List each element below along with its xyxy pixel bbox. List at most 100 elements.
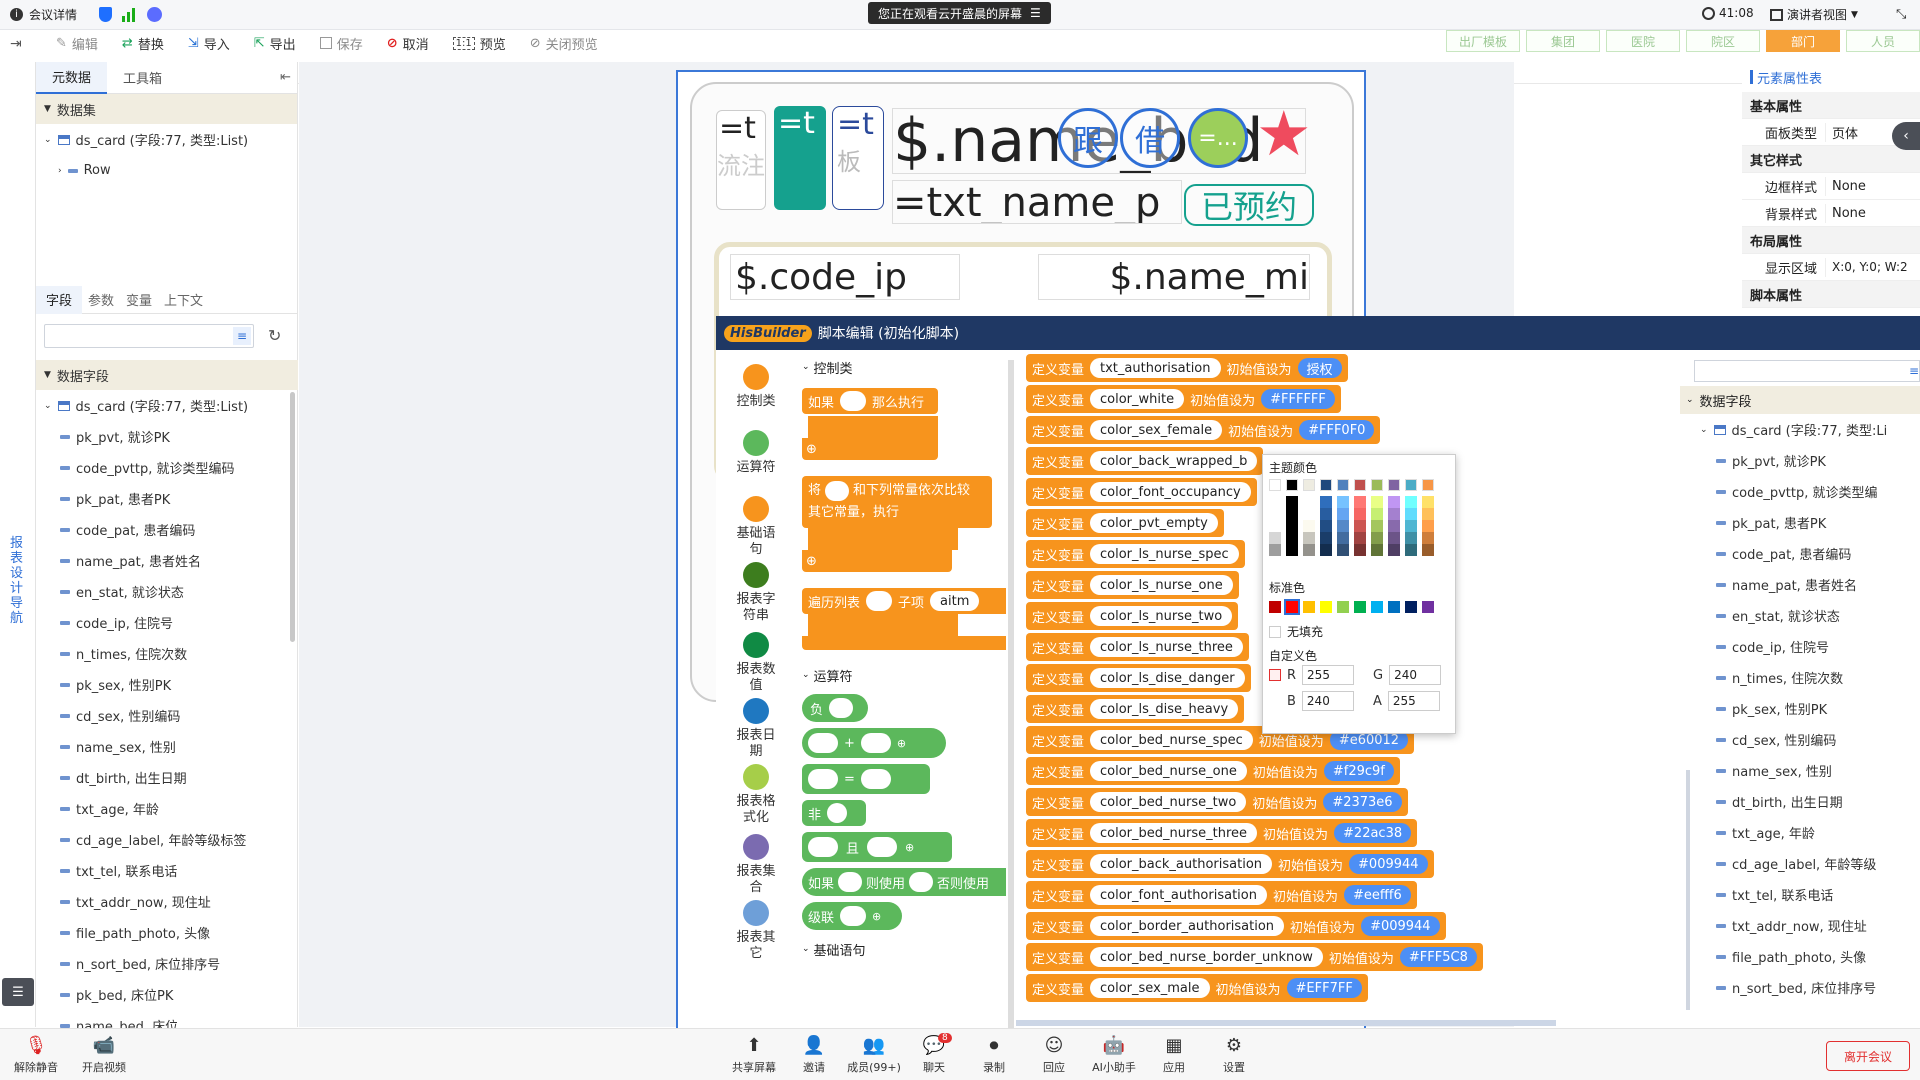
field-item[interactable]: dt_birth, 出生日期 (36, 762, 298, 793)
color-swatch[interactable] (1388, 544, 1400, 556)
ai-icon[interactable] (147, 7, 163, 22)
tab-factory[interactable]: 出厂模板 (1446, 30, 1520, 52)
category-item[interactable]: 报表字符串 (716, 556, 796, 626)
variable-name[interactable]: color_ls_nurse_spec (1090, 544, 1239, 564)
color-swatch[interactable] (1388, 496, 1400, 508)
not-slot[interactable] (827, 803, 848, 823)
field-item[interactable]: code_pat, 患者编码 (36, 514, 298, 545)
concat-slot[interactable] (840, 906, 867, 926)
script-ds-card-node[interactable]: ⌄ds_card (字段:77, 类型:Li (1680, 414, 1920, 445)
variable-name[interactable]: color_ls_nurse_three (1090, 637, 1243, 657)
variable-name[interactable]: color_ls_nurse_one (1090, 575, 1233, 595)
meeting-video-off-button[interactable]: 📹开启视频 (74, 1035, 134, 1075)
row-node[interactable]: ›Row (36, 155, 297, 186)
standard-color-swatch[interactable] (1303, 601, 1315, 613)
category-item[interactable]: 报表格式化 (716, 758, 796, 828)
color-swatch[interactable] (1286, 520, 1298, 532)
color-swatch[interactable] (1405, 508, 1417, 520)
field-item[interactable]: code_ip, 住院号 (36, 607, 298, 638)
field-item[interactable]: cd_sex, 性别编码 (36, 700, 298, 731)
standard-color-swatch[interactable] (1405, 601, 1417, 613)
field-item[interactable]: txt_tel, 联系电话 (36, 855, 298, 886)
import-button[interactable]: ⇲导入 (188, 31, 230, 55)
switch-block[interactable]: 将和下列常量依次比较 其它常量，执行 (802, 476, 992, 528)
meeting-invite-button[interactable]: 👤邀请 (784, 1035, 844, 1075)
variable-name[interactable]: color_bed_nurse_one (1090, 761, 1247, 781)
foreach-list-slot[interactable] (866, 591, 893, 611)
color-swatch[interactable] (1405, 496, 1417, 508)
tab-hospital[interactable]: 医院 (1606, 30, 1680, 52)
g-input[interactable]: 240 (1389, 665, 1442, 685)
color-swatch[interactable] (1354, 496, 1366, 508)
color-swatch[interactable] (1422, 544, 1434, 556)
variable-name[interactable]: color_font_authorisation (1090, 885, 1267, 905)
variable-name[interactable]: color_pvt_empty (1090, 513, 1218, 533)
no-fill-option[interactable]: 无填充 (1269, 623, 1323, 640)
variable-name[interactable]: color_bed_nurse_spec (1090, 730, 1253, 750)
if-body-slot[interactable] (808, 416, 938, 438)
palette-section-control[interactable]: ⌄控制类 (802, 356, 1006, 378)
meeting-ai-assistant-button[interactable]: 🤖AI小助手 (1084, 1035, 1144, 1075)
switch-body-slot[interactable] (808, 528, 958, 550)
variable-name[interactable]: color_ls_dise_heavy (1090, 699, 1239, 719)
a-input[interactable]: 255 (1387, 691, 1440, 711)
view-mode-select[interactable]: 演讲者视图 ▼ (1770, 6, 1858, 23)
and-right-slot[interactable] (867, 837, 898, 857)
variable-value[interactable]: #22ac38 (1334, 823, 1412, 843)
leave-meeting-button[interactable]: 离开会议 (1826, 1041, 1910, 1071)
color-swatch[interactable] (1286, 532, 1298, 544)
side-nav-label[interactable]: 报表设计导航 (10, 536, 24, 626)
category-item[interactable]: 报表集合 (716, 828, 796, 895)
script-field-item[interactable]: code_ip, 住院号 (1680, 631, 1920, 662)
color-swatch[interactable] (1303, 532, 1315, 544)
list-menu-icon[interactable]: ☰ (2, 978, 34, 1006)
meeting-mic-off-button[interactable]: 🎙解除静音 (6, 1035, 66, 1075)
standard-color-swatch[interactable] (1320, 601, 1332, 613)
variable-value[interactable]: #e60012 (1329, 730, 1409, 750)
color-swatch[interactable] (1286, 544, 1298, 556)
field-item[interactable]: en_stat, 就诊状态 (36, 576, 298, 607)
color-swatch[interactable] (1303, 520, 1315, 532)
field-item[interactable]: txt_addr_now, 现住址 (36, 886, 298, 917)
signal-icon[interactable] (122, 7, 136, 22)
subtab-fields[interactable]: 字段 (36, 285, 83, 314)
color-swatch[interactable] (1269, 532, 1281, 544)
category-item[interactable]: 报表日期 (716, 692, 796, 759)
color-swatch[interactable] (1337, 520, 1349, 532)
subtab-params[interactable]: 参数 (82, 286, 120, 314)
field-item[interactable]: code_pvttp, 就诊类型编码 (36, 452, 298, 483)
script-field-item[interactable]: txt_tel, 联系电话 (1680, 879, 1920, 910)
color-swatch[interactable] (1286, 508, 1298, 520)
b-input[interactable]: 240 (1301, 691, 1354, 711)
if-condition-slot[interactable] (840, 391, 867, 411)
ternary-then-slot[interactable] (909, 872, 934, 892)
color-swatch[interactable] (1422, 520, 1434, 532)
script-field-item[interactable]: name_pat, 患者姓名 (1680, 569, 1920, 600)
script-field-item[interactable]: file_path_photo, 头像 (1680, 941, 1920, 972)
dataset-section-header[interactable]: ▼数据集 (36, 94, 297, 124)
standard-color-swatch[interactable] (1354, 601, 1366, 613)
color-swatch[interactable] (1303, 479, 1315, 491)
panel-type-row[interactable]: 面板类型页体 (1742, 119, 1920, 146)
standard-color-swatch[interactable] (1269, 601, 1281, 613)
color-swatch[interactable] (1354, 544, 1366, 556)
variable-name[interactable]: color_bed_nurse_border_unknow (1090, 947, 1323, 967)
export-button[interactable]: ⇱导出 (254, 31, 296, 55)
subtab-context[interactable]: 上下文 (158, 286, 209, 314)
color-swatch[interactable] (1337, 508, 1349, 520)
category-item[interactable]: 基础语句 (716, 490, 796, 557)
field-item[interactable]: name_pat, 患者姓名 (36, 545, 298, 576)
field-item[interactable]: n_times, 住院次数 (36, 638, 298, 669)
script-field-item[interactable]: txt_age, 年龄 (1680, 817, 1920, 848)
tab-toolbox[interactable]: 工具箱 (107, 62, 178, 94)
edit-button[interactable]: ✎编辑 (56, 31, 98, 55)
ternary-cond-slot[interactable] (838, 872, 863, 892)
